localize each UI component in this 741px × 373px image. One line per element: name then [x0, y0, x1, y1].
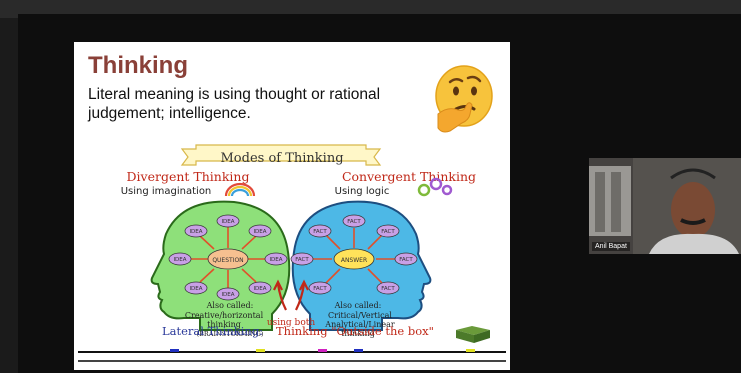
svg-text:QUESTION: QUESTION — [212, 257, 243, 264]
divergent-title: Divergent Thinking — [127, 169, 250, 184]
svg-text:Thinking "Outside the box": Thinking "Outside the box" — [276, 324, 434, 338]
svg-text:IDEA: IDEA — [221, 292, 234, 298]
svg-text:FACT: FACT — [313, 229, 327, 235]
slide-bottom-strip — [74, 348, 510, 370]
svg-text:FACT: FACT — [295, 257, 309, 263]
svg-text:IDEA: IDEA — [189, 229, 202, 235]
window-top-bar — [0, 0, 741, 18]
svg-text:Analytical/Linear: Analytical/Linear — [324, 320, 395, 329]
slide-title: Thinking — [88, 52, 188, 79]
using-both-text: using both — [267, 318, 316, 328]
svg-text:thinking: thinking — [207, 320, 241, 329]
svg-text:IDEA: IDEA — [189, 286, 202, 292]
svg-text:Critical/Vertical: Critical/Vertical — [328, 311, 392, 320]
svg-text:IDEA: IDEA — [253, 229, 266, 235]
svg-text:ANSWER: ANSWER — [341, 257, 367, 264]
box-icon — [456, 326, 490, 343]
banner-text: Modes of Thinking — [220, 151, 343, 166]
svg-text:FACT: FACT — [399, 257, 413, 263]
rainbow-icon — [224, 182, 256, 197]
divergent-subtitle: Using imagination — [121, 186, 212, 197]
slide-definition-text: Literal meaning is using thought or rati… — [88, 86, 381, 122]
presentation-slide: Thinking Literal meaning is using though… — [74, 42, 510, 348]
svg-text:Also called:: Also called: — [334, 301, 382, 310]
convergent-title: Convergent Thinking — [342, 169, 476, 184]
convergent-subtitle: Using logic — [335, 186, 390, 197]
svg-text:IDEA: IDEA — [269, 257, 282, 263]
thinking-face-icon — [435, 65, 493, 133]
svg-text:IDEA: IDEA — [173, 257, 186, 263]
svg-text:FACT: FACT — [381, 229, 395, 235]
svg-text:IDEA: IDEA — [221, 219, 234, 225]
svg-text:Creative/horizontal: Creative/horizontal — [185, 311, 264, 320]
svg-text:IDEA: IDEA — [253, 286, 266, 292]
svg-text:thinking: thinking — [341, 329, 375, 338]
lateral-thinking-caption: Lateral Thinking: Thinking "Outside the … — [162, 324, 490, 343]
svg-text:FACT: FACT — [313, 286, 327, 292]
modes-of-thinking-illustration: Modes of Thinking Divergent Thinking Usi… — [121, 144, 476, 338]
participant-avatar — [589, 158, 741, 254]
svg-text:(BRAINSTORMING): (BRAINSTORMING) — [197, 330, 264, 338]
svg-text:FACT: FACT — [347, 219, 361, 225]
svg-text:Lateral Thinking:: Lateral Thinking: — [162, 324, 263, 338]
svg-text:FACT: FACT — [381, 286, 395, 292]
svg-text:Also called:: Also called: — [206, 301, 254, 310]
participant-video-tile[interactable]: Anil Bapat — [589, 158, 741, 254]
participant-name: Anil Bapat — [592, 242, 630, 251]
gears-icon — [417, 177, 453, 197]
